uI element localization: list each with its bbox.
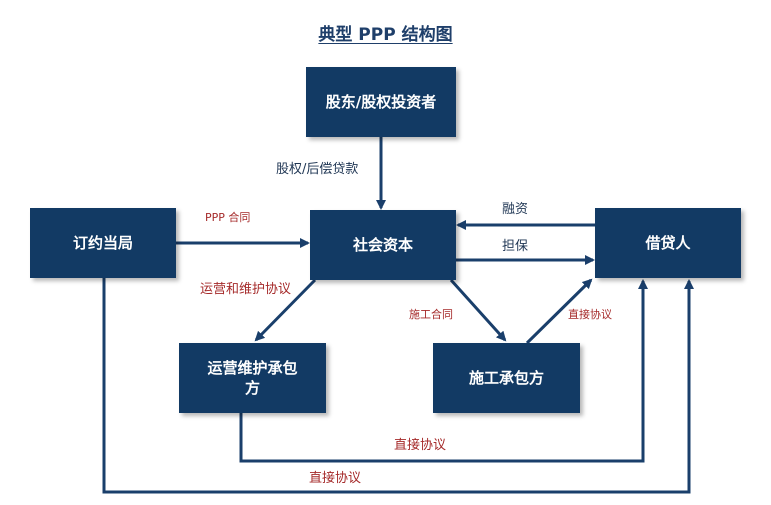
arrow-authority-to-borrower (102, 278, 694, 494)
arrow-social-capital-to-construction (449, 278, 507, 342)
arrow-om-to-borrower (239, 279, 648, 463)
label-financing: 融资 (502, 202, 529, 217)
label-equity-loan: 股权/后偿贷款 (276, 162, 359, 177)
label-guarantee: 担保 (502, 239, 529, 254)
node-social-capital: 社会资本 (310, 210, 456, 280)
label-ppp-contract: PPP 合同 (205, 211, 251, 224)
label-om-agreement: 运营和维护协议 (200, 282, 292, 297)
node-construction-contractor: 施工承包方 (433, 343, 580, 413)
diagram-title: 典型 PPP 结构图 (318, 25, 453, 45)
label-construction-contract: 施工合同 (409, 308, 453, 321)
node-borrower: 借贷人 (595, 208, 741, 278)
arrow-social-capital-to-om (254, 278, 317, 342)
node-shareholders: 股东/股权投资者 (306, 67, 456, 137)
label-direct-agreement-construction: 直接协议 (568, 308, 612, 321)
label-direct-agreement-om: 直接协议 (394, 438, 447, 453)
arrow-construction-to-borrower (525, 278, 593, 345)
node-contracting-authority: 订约当局 (30, 208, 176, 278)
label-direct-agreement-authority: 直接协议 (309, 471, 362, 486)
node-om-contractor: 运营维护承包 方 (179, 343, 326, 413)
